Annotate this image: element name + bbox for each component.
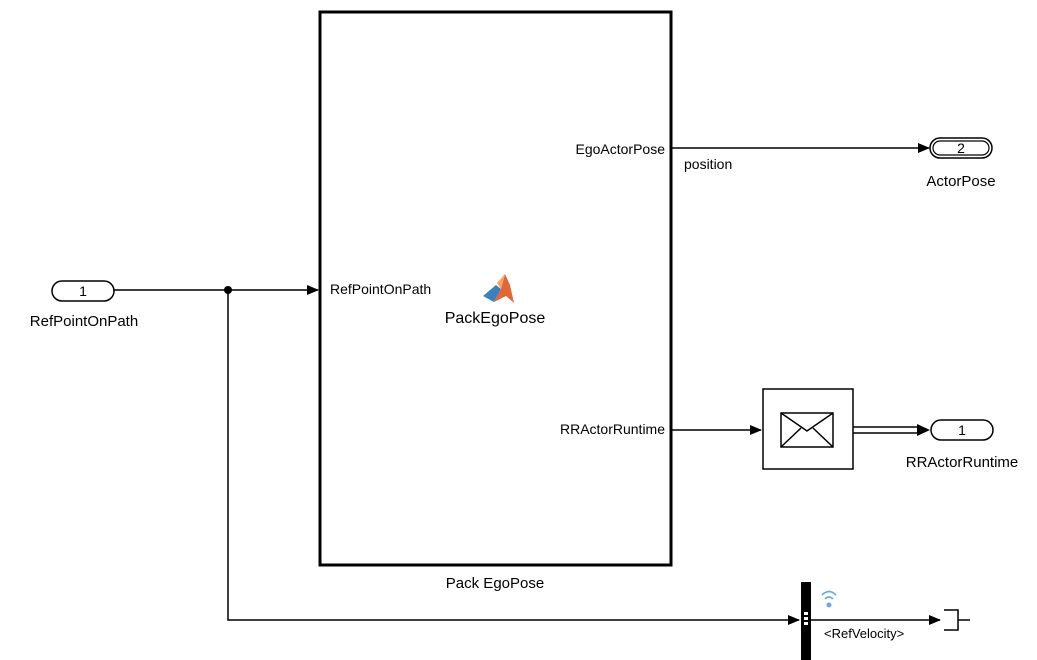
outport-number: 1 xyxy=(958,422,966,438)
outport-rractorruntime[interactable]: 1 xyxy=(930,419,994,441)
branch-point xyxy=(224,286,232,294)
block-name: Pack EgoPose xyxy=(446,575,544,592)
selected-signal-label: <RefVelocity> xyxy=(824,626,904,641)
inport-number: 1 xyxy=(79,283,87,299)
message-line[interactable] xyxy=(853,424,930,436)
outport-label: RRActorRuntime xyxy=(906,454,1019,471)
matlab-logo-icon xyxy=(483,274,514,303)
inport-refpointonpath[interactable]: 1 xyxy=(51,280,115,302)
bus-selector-icon[interactable] xyxy=(801,582,811,660)
block-input-port-label: RefPointOnPath xyxy=(330,281,431,297)
message-send-block[interactable] xyxy=(762,388,854,470)
outport-label: ActorPose xyxy=(926,173,995,190)
signal-line-refpoint[interactable] xyxy=(114,285,800,625)
inport-label: RefPointOnPath xyxy=(30,313,138,330)
function-name: PackEgoPose xyxy=(445,310,546,327)
wireless-icon xyxy=(821,590,837,608)
terminator-icon[interactable] xyxy=(944,609,970,631)
outport-actorpose[interactable]: 2 xyxy=(929,137,993,159)
signal-label-position: position xyxy=(684,156,732,172)
block-output-port-label-runtime: RRActorRuntime xyxy=(560,421,665,437)
outport-number: 2 xyxy=(957,140,965,156)
envelope-icon xyxy=(780,412,834,448)
block-output-port-label-pose: EgoActorPose xyxy=(576,141,666,157)
